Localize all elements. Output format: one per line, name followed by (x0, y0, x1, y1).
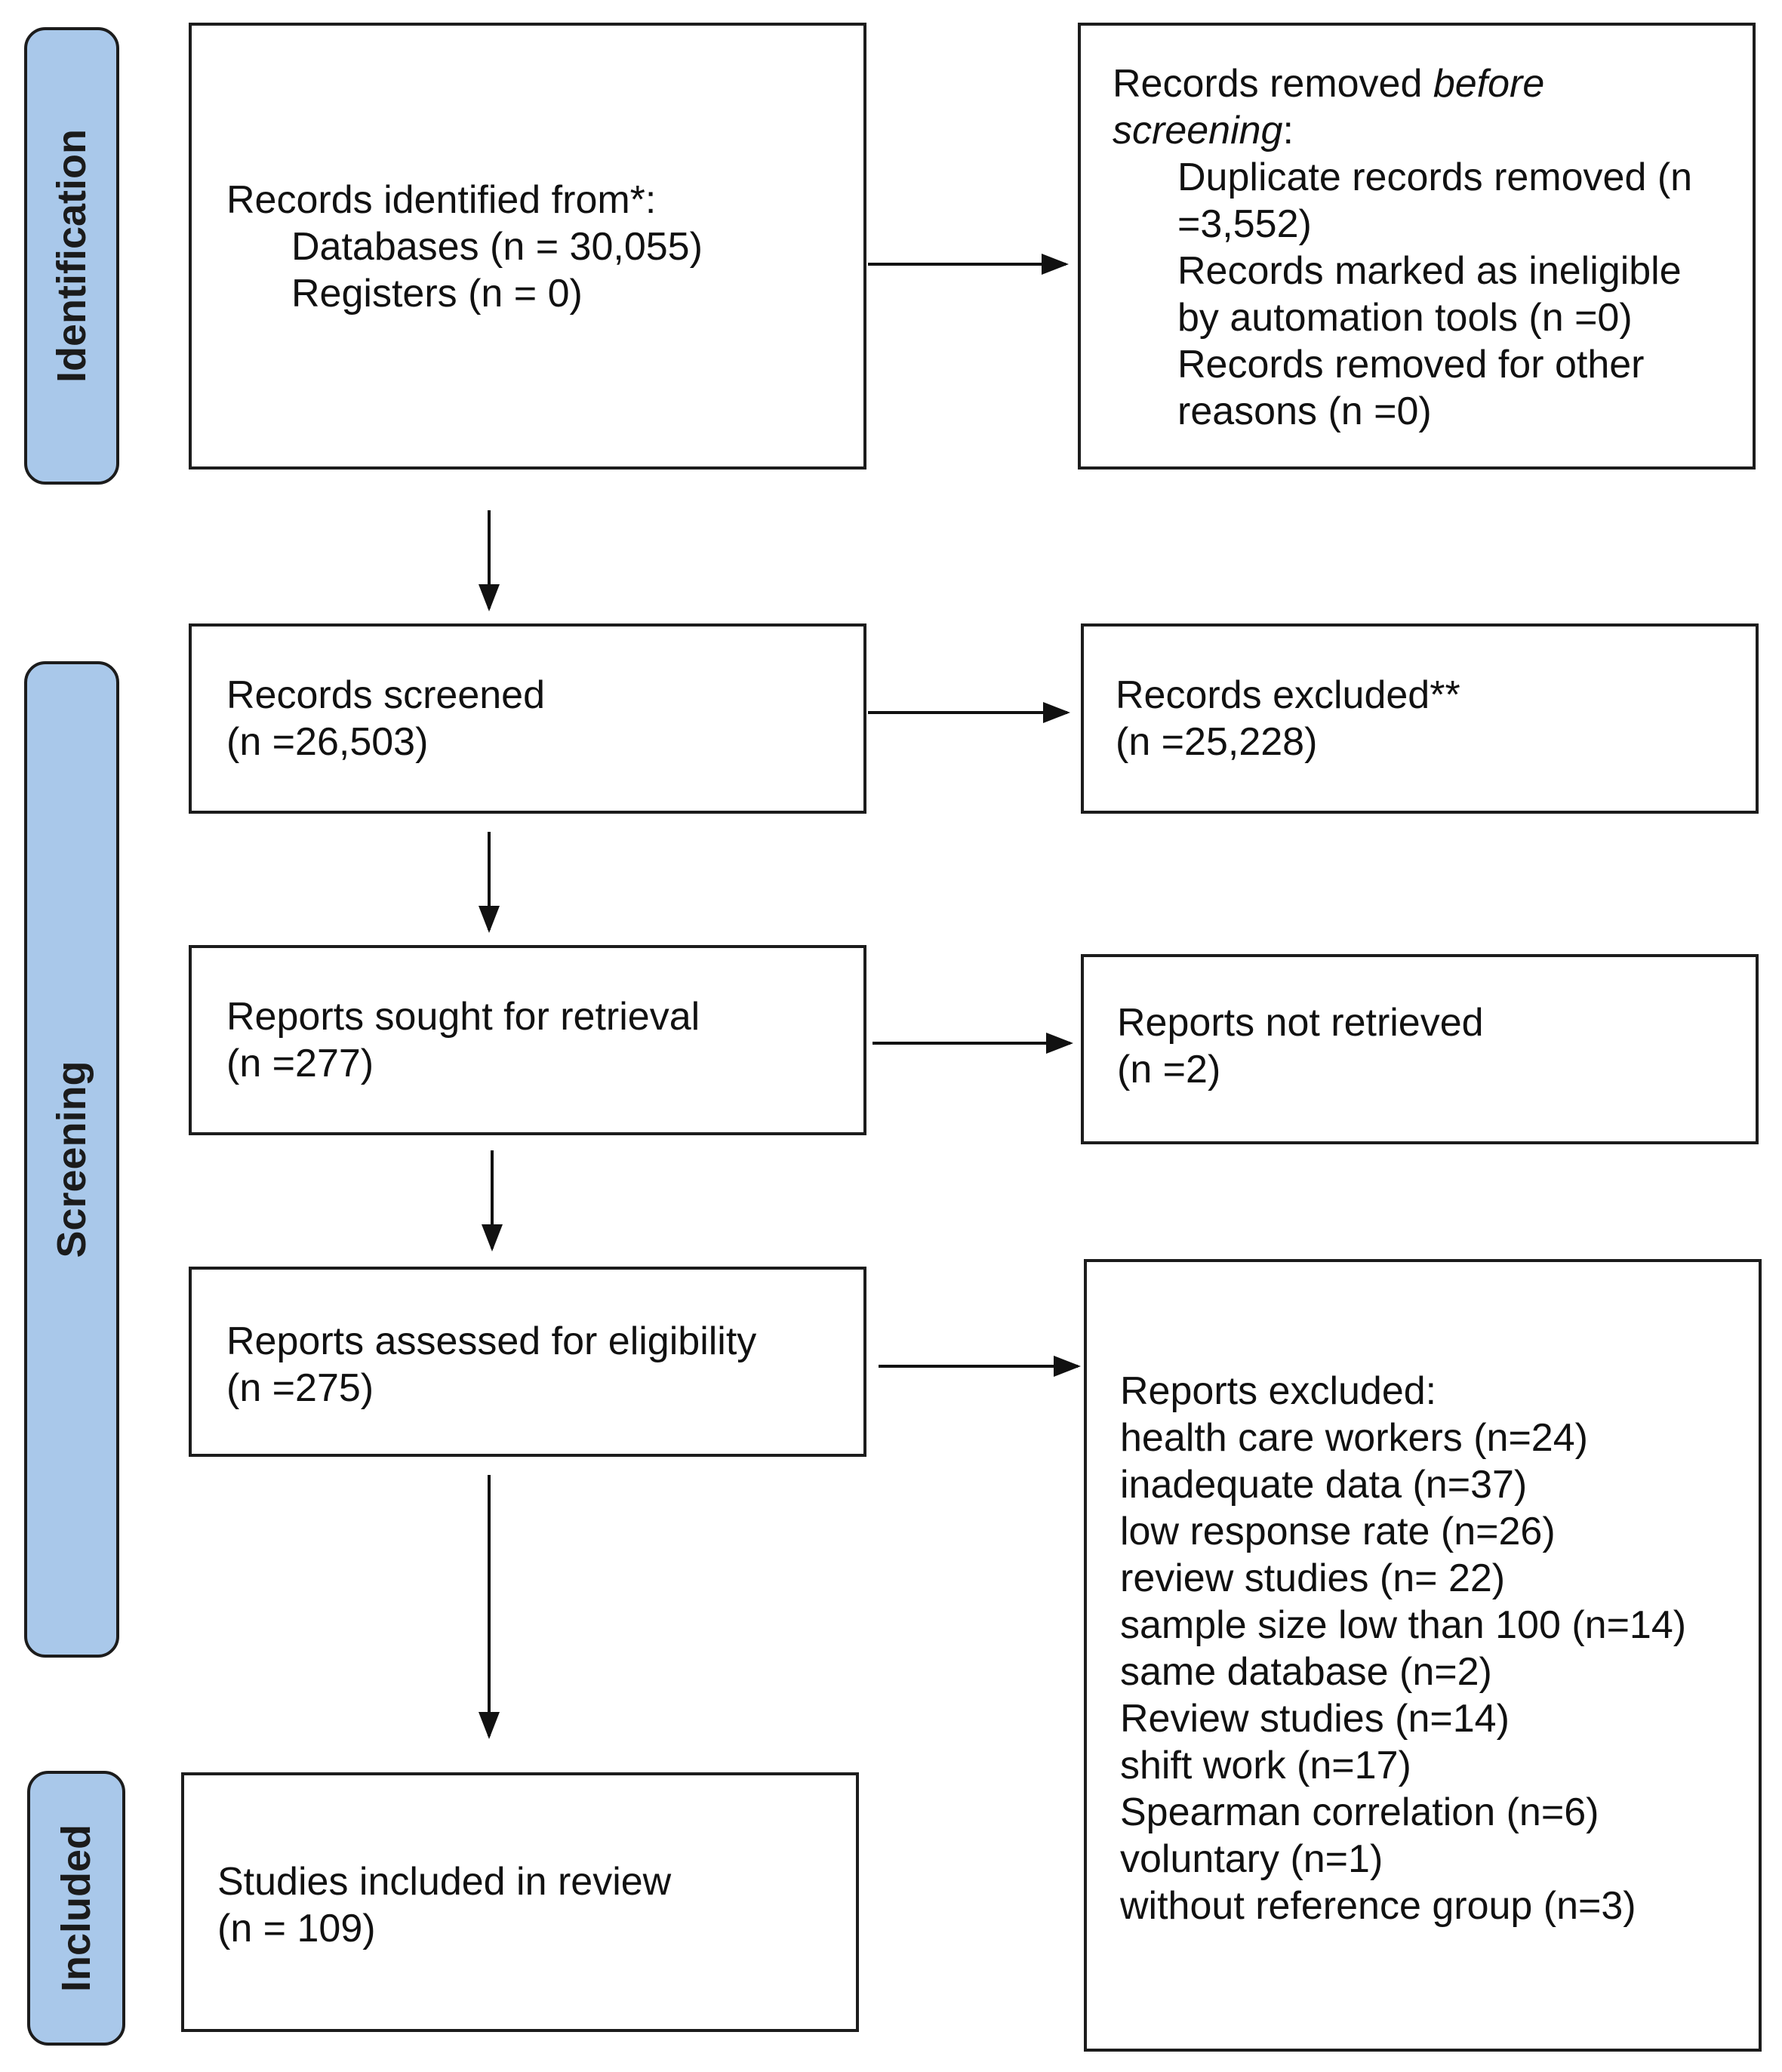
reports-not-retrieved-box: Reports not retrieved (n =2) (1081, 954, 1759, 1144)
registers-count: Registers (n = 0) (291, 272, 583, 316)
reports-not-retrieved-count: (n =2) (1117, 1048, 1221, 1091)
exclusion-reason: inadequate data (n=37) (1120, 1463, 1528, 1507)
exclusion-reason: Spearman correlation (n=6) (1120, 1790, 1599, 1834)
reports-sought-count: (n =277) (226, 1042, 374, 1085)
reports-excluded-title: Reports excluded: (1120, 1369, 1437, 1413)
databases-count: Databases (n = 30,055) (291, 225, 703, 269)
exclusion-reason: health care workers (n=24) (1120, 1416, 1588, 1460)
reports-not-retrieved-title: Reports not retrieved (1117, 1001, 1484, 1045)
exclusion-reason: voluntary (n=1) (1120, 1837, 1383, 1881)
reports-assessed-title: Reports assessed for eligibility (226, 1319, 757, 1363)
studies-included-title: Studies included in review (217, 1860, 672, 1904)
records-excluded-title: Records excluded** (1116, 673, 1460, 717)
reports-assessed-box: Reports assessed for eligibility (n =275… (189, 1267, 866, 1457)
phase-screening: Screening (24, 661, 119, 1658)
exclusion-reason: low response rate (n=26) (1120, 1510, 1556, 1553)
records-identified-box: Records identified from*: Databases (n =… (189, 23, 866, 470)
phase-included: Included (27, 1771, 125, 2046)
studies-included-box: Studies included in review (n = 109) (181, 1772, 859, 2032)
records-removed-box: Records removed before screening: Duplic… (1078, 23, 1756, 470)
reports-sought-box: Reports sought for retrieval (n =277) (189, 945, 866, 1135)
exclusion-reason: Review studies (n=14) (1120, 1697, 1510, 1741)
phase-identification: Identification (24, 27, 119, 485)
reports-assessed-count: (n =275) (226, 1366, 374, 1410)
records-screened-box: Records screened (n =26,503) (189, 623, 866, 814)
exclusion-reason: without reference group (n=3) (1120, 1884, 1636, 1928)
records-excluded-count: (n =25,228) (1116, 720, 1318, 764)
records-screened-title: Records screened (226, 673, 545, 717)
records-screened-count: (n =26,503) (226, 720, 429, 764)
records-identified-title: Records identified from*: (226, 178, 657, 222)
exclusion-reason: same database (n=2) (1120, 1650, 1492, 1694)
studies-included-count: (n = 109) (217, 1907, 376, 1950)
records-excluded-box: Records excluded** (n =25,228) (1081, 623, 1759, 814)
records-removed-title: Records removed before (1113, 62, 1545, 106)
exclusion-reason: sample size low than 100 (n=14) (1120, 1603, 1687, 1647)
removed-other-reasons: Records removed for other (1177, 343, 1645, 386)
exclusion-reason: review studies (n= 22) (1120, 1556, 1506, 1600)
reports-excluded-box: Reports excluded: health care workers (n… (1084, 1259, 1762, 2052)
reports-sought-title: Reports sought for retrieval (226, 995, 700, 1039)
exclusion-reason: shift work (n=17) (1120, 1744, 1411, 1787)
duplicates-removed: Duplicate records removed (n (1177, 155, 1693, 199)
ineligible-automation: Records marked as ineligible (1177, 249, 1682, 293)
